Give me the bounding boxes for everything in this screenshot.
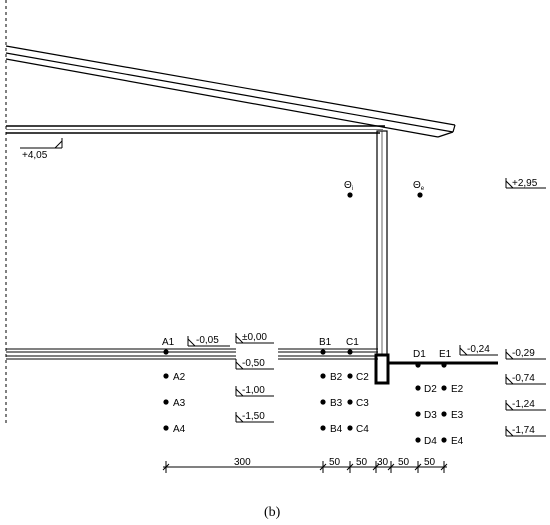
label-d3: D3 (424, 410, 437, 421)
dimension-line (162, 461, 448, 473)
level-marker-ext-air (505, 178, 546, 189)
theta-e-point (417, 192, 423, 198)
point-a1 (163, 349, 169, 355)
point-e1 (441, 362, 447, 368)
level-m005: -0,05 (196, 335, 219, 346)
label-b1: B1 (319, 337, 332, 348)
label-b4: B4 (330, 424, 343, 435)
point-c3 (347, 399, 353, 405)
point-b4 (320, 425, 326, 431)
dim-50-d: 50 (424, 457, 436, 468)
point-a2 (163, 373, 169, 379)
level-marker-floor (235, 333, 274, 344)
dim-300: 300 (234, 457, 251, 468)
label-e1: E1 (439, 349, 452, 360)
label-a3: A3 (173, 398, 186, 409)
dim-30: 30 (377, 457, 389, 468)
label-c3: C3 (356, 398, 369, 409)
label-a2: A2 (173, 372, 186, 383)
ceiling-beam (6, 125, 385, 134)
roof (5, 45, 456, 138)
level-m029: -0,29 (512, 348, 535, 359)
level-m174: -1,74 (512, 425, 535, 436)
point-a3 (163, 399, 169, 405)
measurement-points (163, 349, 447, 443)
level-m074: -0,74 (512, 373, 535, 384)
label-b2: B2 (330, 372, 343, 383)
label-d1: D1 (413, 349, 426, 360)
level-marker-m005 (187, 336, 230, 347)
level-ext-air: +2,95 (512, 178, 538, 189)
label-a4: A4 (173, 424, 186, 435)
point-b3 (320, 399, 326, 405)
level-floor: ±0,00 (242, 332, 267, 343)
level-m124: -1,24 (512, 399, 535, 410)
point-a4 (163, 425, 169, 431)
level-m024: -0,24 (467, 344, 490, 355)
point-c4 (347, 425, 353, 431)
dim-50-b: 50 (356, 457, 368, 468)
point-b2 (320, 373, 326, 379)
level-marker-m174 (505, 426, 546, 437)
point-e4 (441, 437, 447, 443)
point-e3 (441, 411, 447, 417)
point-d1 (415, 362, 421, 368)
label-c2: C2 (356, 372, 369, 383)
point-b1 (320, 349, 326, 355)
theta-i-symbol: Θi (344, 180, 353, 192)
dim-50-a: 50 (329, 457, 341, 468)
point-e2 (441, 385, 447, 391)
exterior-wall (374, 130, 390, 385)
point-d2 (415, 385, 421, 391)
dim-50-c: 50 (398, 457, 410, 468)
point-c1 (347, 349, 353, 355)
figure-caption: (b) (264, 505, 281, 520)
floor-slab (6, 348, 378, 360)
label-d2: D2 (424, 384, 437, 395)
level-marker-m074 (505, 374, 546, 385)
theta-e-symbol: Θe (413, 180, 425, 192)
label-a1: A1 (162, 337, 175, 348)
level-m050: -0,50 (242, 358, 265, 369)
level-m150: -1,50 (242, 411, 265, 422)
label-e2: E2 (451, 384, 464, 395)
label-c4: C4 (356, 424, 369, 435)
theta-i-point (347, 192, 353, 198)
level-marker-m029 (505, 349, 546, 360)
level-marker-ridge (20, 138, 63, 149)
level-marker-m150 (235, 412, 274, 423)
level-m100: -1,00 (242, 385, 265, 396)
point-d4 (415, 437, 421, 443)
level-marker-m124 (505, 400, 546, 411)
level-marker-m050 (235, 359, 274, 370)
label-e4: E4 (451, 436, 464, 447)
point-d3 (415, 411, 421, 417)
label-e3: E3 (451, 410, 464, 421)
point-c2 (347, 373, 353, 379)
label-b3: B3 (330, 398, 343, 409)
level-marker-m100 (235, 386, 274, 397)
level-ridge-left: +4,05 (22, 150, 48, 161)
label-d4: D4 (424, 436, 437, 447)
level-marker-m024 (459, 345, 498, 356)
label-c1: C1 (346, 337, 359, 348)
